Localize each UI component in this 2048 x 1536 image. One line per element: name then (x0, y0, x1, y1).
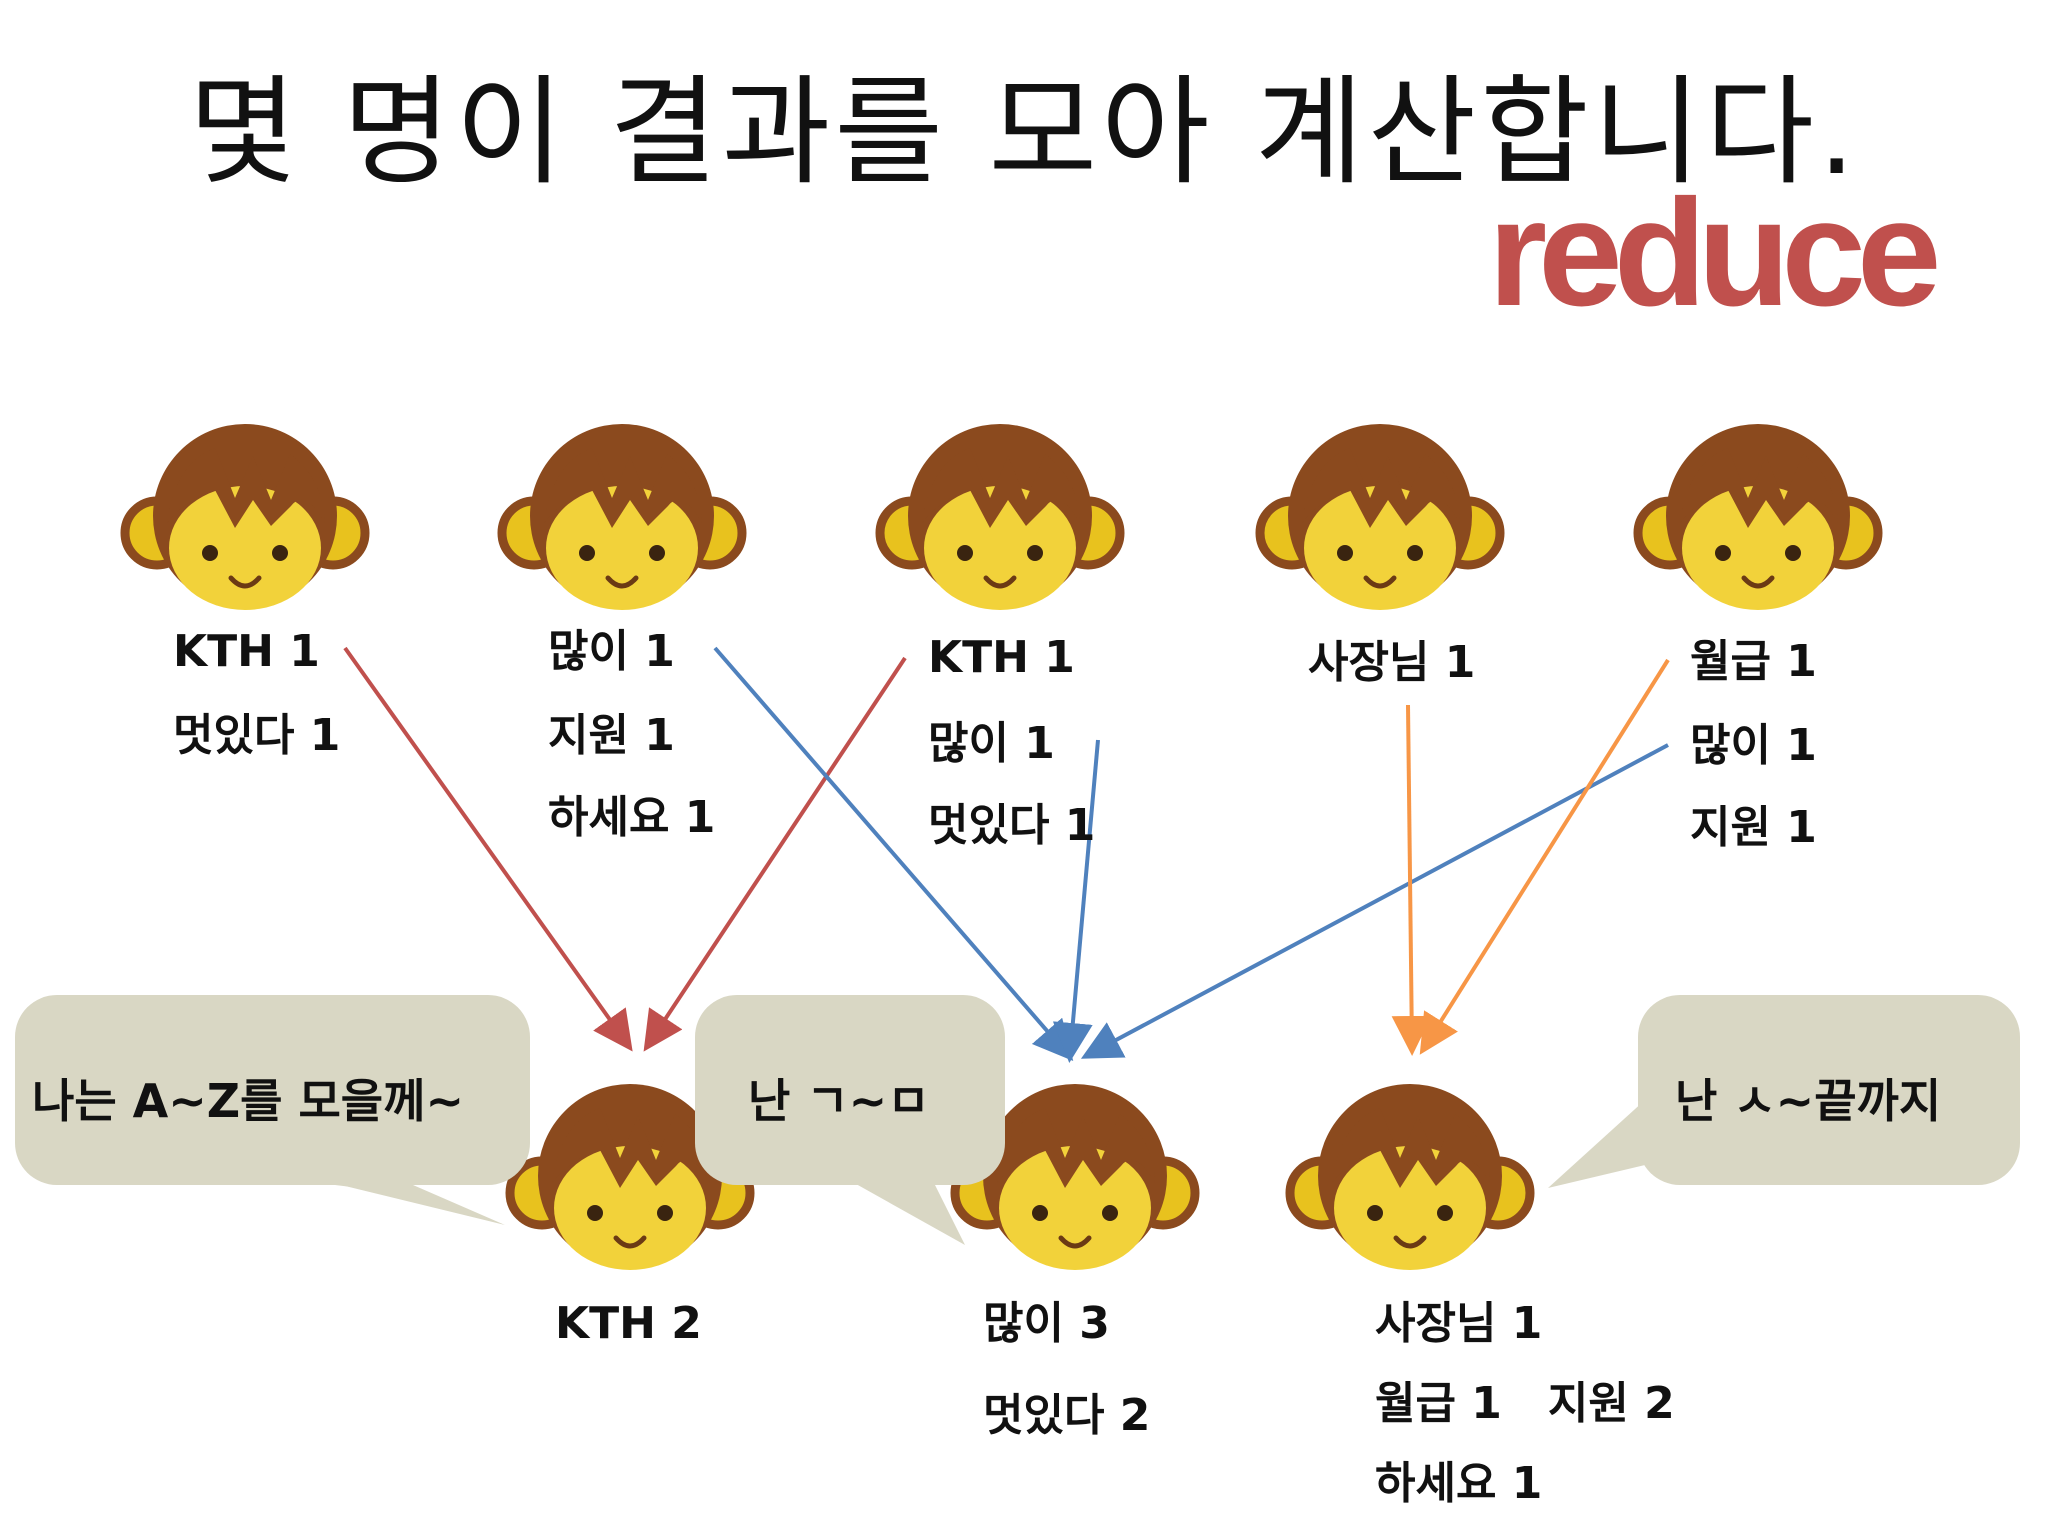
mapper-4-line-1: 사장님 1 (1308, 637, 1476, 688)
monkey-face-icon (880, 424, 1120, 610)
mapper-2-line-2: 지원 1 (548, 710, 675, 761)
page-title: 몇 명이 결과를 모아 계산합니다. (188, 63, 1860, 201)
mapper-3-line-2: 많이 1 (928, 718, 1055, 769)
reducer-2-line-1: 많이 3 (983, 1298, 1110, 1349)
reducer-1-line-1: KTH 2 (555, 1298, 702, 1349)
mapper-2-line-3: 하세요 1 (548, 792, 716, 843)
monkey-face-icon (1260, 424, 1500, 610)
mapper-1-line-2: 멋있다 1 (173, 710, 341, 761)
bubble-text-3: 난 ㅅ~끝까지 (1675, 1074, 1942, 1128)
speech-bubble (695, 995, 1005, 1245)
reducer-3-line-2: 월급 1 지원 2 (1375, 1378, 1675, 1429)
arrow-red (343, 646, 633, 1052)
monkey-face-icon (502, 424, 742, 610)
arrow-blue (1052, 739, 1100, 1063)
mapper-1-line-1: KTH 1 (173, 626, 320, 677)
arrow-orange (1419, 658, 1670, 1055)
speech-bubble (15, 995, 530, 1225)
mapper-3-line-3: 멋있다 1 (928, 800, 1096, 851)
monkey-face-icon (1638, 424, 1878, 610)
page-subtitle: reduce (1488, 168, 1941, 338)
arrow-blue (1080, 743, 1669, 1059)
bubble-text-1: 나는 A~Z를 모을께~ (32, 1074, 464, 1128)
monkey-face-icon (1290, 1084, 1530, 1270)
arrow-orange (1391, 704, 1432, 1056)
arrow-blue (713, 646, 1074, 1062)
reducer-3-line-3: 하세요 1 (1375, 1458, 1543, 1509)
mapper-2-line-1: 많이 1 (548, 626, 675, 677)
mapper-5-line-3: 지원 1 (1690, 802, 1817, 853)
reducer-3-line-1: 사장님 1 (1375, 1298, 1543, 1349)
reducer-2-line-2: 멋있다 2 (983, 1390, 1151, 1441)
monkey-face-icon (125, 424, 365, 610)
mapper-3-line-1: KTH 1 (928, 632, 1075, 683)
arrow-red (643, 656, 907, 1052)
mapper-5-line-1: 월급 1 (1690, 636, 1817, 687)
bubble-text-2: 난 ㄱ~ㅁ (748, 1074, 930, 1128)
mapper-5-line-2: 많이 1 (1690, 720, 1817, 771)
speech-bubble (1548, 995, 2020, 1188)
